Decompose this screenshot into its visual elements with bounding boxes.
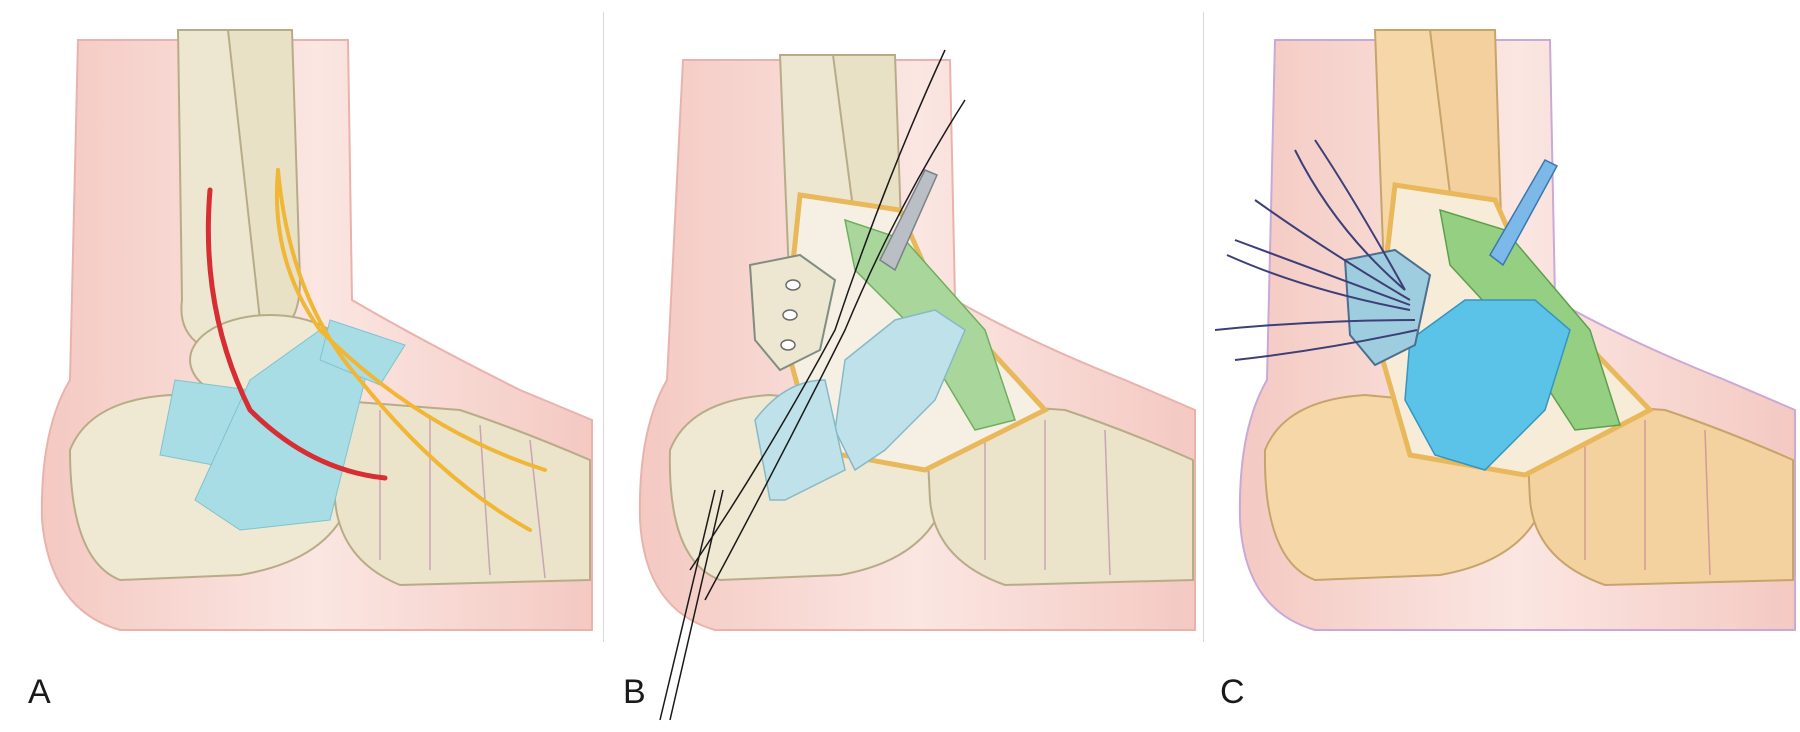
panel-b-ligament-graft [834, 309, 966, 472]
panel-a-red-line [205, 187, 388, 481]
panel-b-graft-tail [754, 379, 846, 501]
panel-b-illustration [638, 49, 1196, 721]
panel-a: A [0, 0, 605, 732]
panel-c-illustration [1214, 29, 1796, 631]
panel-c-retractor [1489, 159, 1559, 267]
panel-c: C [1205, 0, 1800, 732]
panel-b-retractor [879, 169, 938, 272]
panel-a-midfoot [328, 398, 591, 587]
panel-c-midfoot [1523, 398, 1794, 587]
panel-label-c: C [1220, 673, 1245, 711]
panel-c-sutures [1214, 139, 1418, 361]
panel-label-a: A [28, 673, 51, 711]
panel-a-yellow-line-2 [276, 168, 532, 532]
panel-b: B [605, 0, 1205, 732]
panel-b-divider [1203, 12, 1204, 642]
panel-b-sutures [659, 49, 966, 721]
panel-b-midfoot [923, 398, 1194, 587]
panel-label-b: B [623, 673, 646, 711]
panel-c-bone-flap [1343, 248, 1432, 367]
panel-b-drill-holes [780, 279, 801, 351]
panel-a-divider [603, 12, 604, 642]
panel-a-illustration [40, 29, 593, 631]
panel-c-ligament [1404, 299, 1571, 471]
